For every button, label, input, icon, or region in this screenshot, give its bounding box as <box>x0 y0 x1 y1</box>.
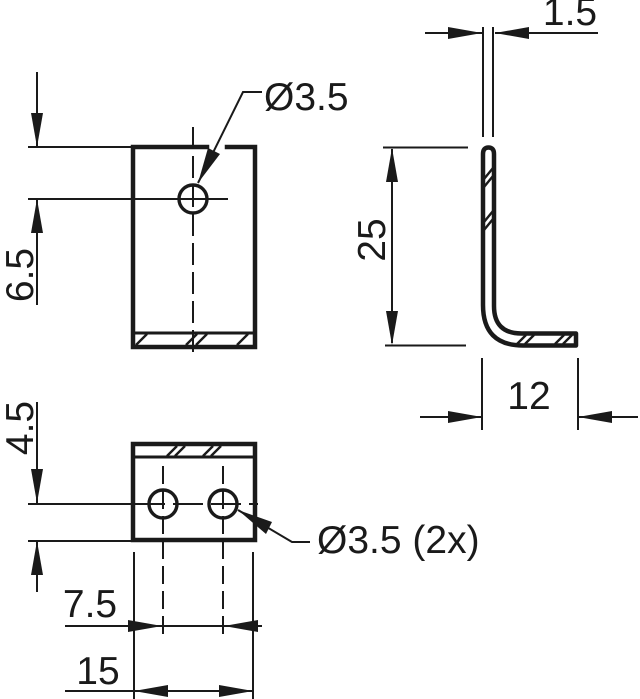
arrowhead-left <box>134 685 168 697</box>
dim-hole-spacing: 7.5 <box>63 583 262 632</box>
dim-label-15: 15 <box>76 650 119 693</box>
bottom-hatch <box>166 445 222 457</box>
front-hole <box>177 183 209 215</box>
arrowhead-right <box>448 27 482 39</box>
arrowhead-down <box>31 469 43 503</box>
arrowhead-right <box>128 620 162 632</box>
dim-foot-depth: 12 <box>420 358 638 430</box>
front-hatch <box>135 333 249 346</box>
side-profile-outline <box>480 145 579 348</box>
arrowhead-left <box>578 411 612 423</box>
dim-label-6-5: 6.5 <box>0 248 42 302</box>
hatch-tick <box>166 445 178 457</box>
hatch-tick <box>185 333 198 346</box>
leader-front-hole: Ø3.5 <box>197 76 349 184</box>
dim-front-hole-offset: 6.5 <box>0 72 228 305</box>
arrowhead-right <box>219 685 253 697</box>
hatch-tick <box>202 445 214 457</box>
dim-label-25: 25 <box>351 218 394 261</box>
hatch-tick <box>236 333 249 346</box>
side-view: 1.5 25 <box>351 0 638 430</box>
leader-arrowhead <box>198 148 220 183</box>
bottom-hole-right <box>207 488 239 520</box>
dim-label-12: 12 <box>507 375 550 418</box>
arrowhead-up <box>386 148 398 182</box>
arrowhead-up <box>31 199 43 233</box>
hatch-tick <box>483 167 494 180</box>
bottom-hole-left <box>147 488 179 520</box>
dim-label-4-5: 4.5 <box>0 401 42 455</box>
hatch-tick <box>524 334 535 345</box>
side-profile-hatch <box>483 167 573 345</box>
hatch-tick <box>516 334 527 345</box>
dim-bracket-width: 15 <box>65 552 254 699</box>
arrowhead-down <box>31 113 43 147</box>
bottom-outline <box>130 441 258 543</box>
arrowhead-left <box>495 27 529 39</box>
label-bottom-holes: Ø3.5 (2x) <box>317 519 480 562</box>
dim-label-7-5: 7.5 <box>63 583 117 626</box>
label-front-hole-diameter: Ø3.5 <box>264 76 349 119</box>
arrowhead-up <box>31 541 43 575</box>
front-outline <box>130 144 258 350</box>
front-view: 6.5 Ø3.5 <box>0 72 349 357</box>
hatch-tick <box>210 445 222 457</box>
hatch-tick <box>135 333 148 346</box>
leader-bottom-holes: Ø3.5 (2x) <box>237 509 480 562</box>
arrowhead-right <box>448 411 482 423</box>
dim-leg-height: 25 <box>351 146 468 347</box>
hatch-tick <box>483 210 494 223</box>
bottom-view: 4.5 Ø3.5 (2x) 7.5 <box>0 401 480 699</box>
dim-label-1-5: 1.5 <box>543 0 597 34</box>
hatch-tick <box>483 175 494 188</box>
arrowhead-down <box>386 311 398 345</box>
hatch-tick <box>174 445 186 457</box>
dim-thickness: 1.5 <box>425 0 598 137</box>
hatch-tick <box>195 333 208 346</box>
arrowhead-left <box>224 620 258 632</box>
hatch-tick <box>483 218 494 231</box>
dim-bottom-hole-offset: 4.5 <box>0 401 131 592</box>
hatch-tick <box>554 334 565 345</box>
hatch-tick <box>562 334 573 345</box>
leader-arrowhead <box>238 510 272 534</box>
